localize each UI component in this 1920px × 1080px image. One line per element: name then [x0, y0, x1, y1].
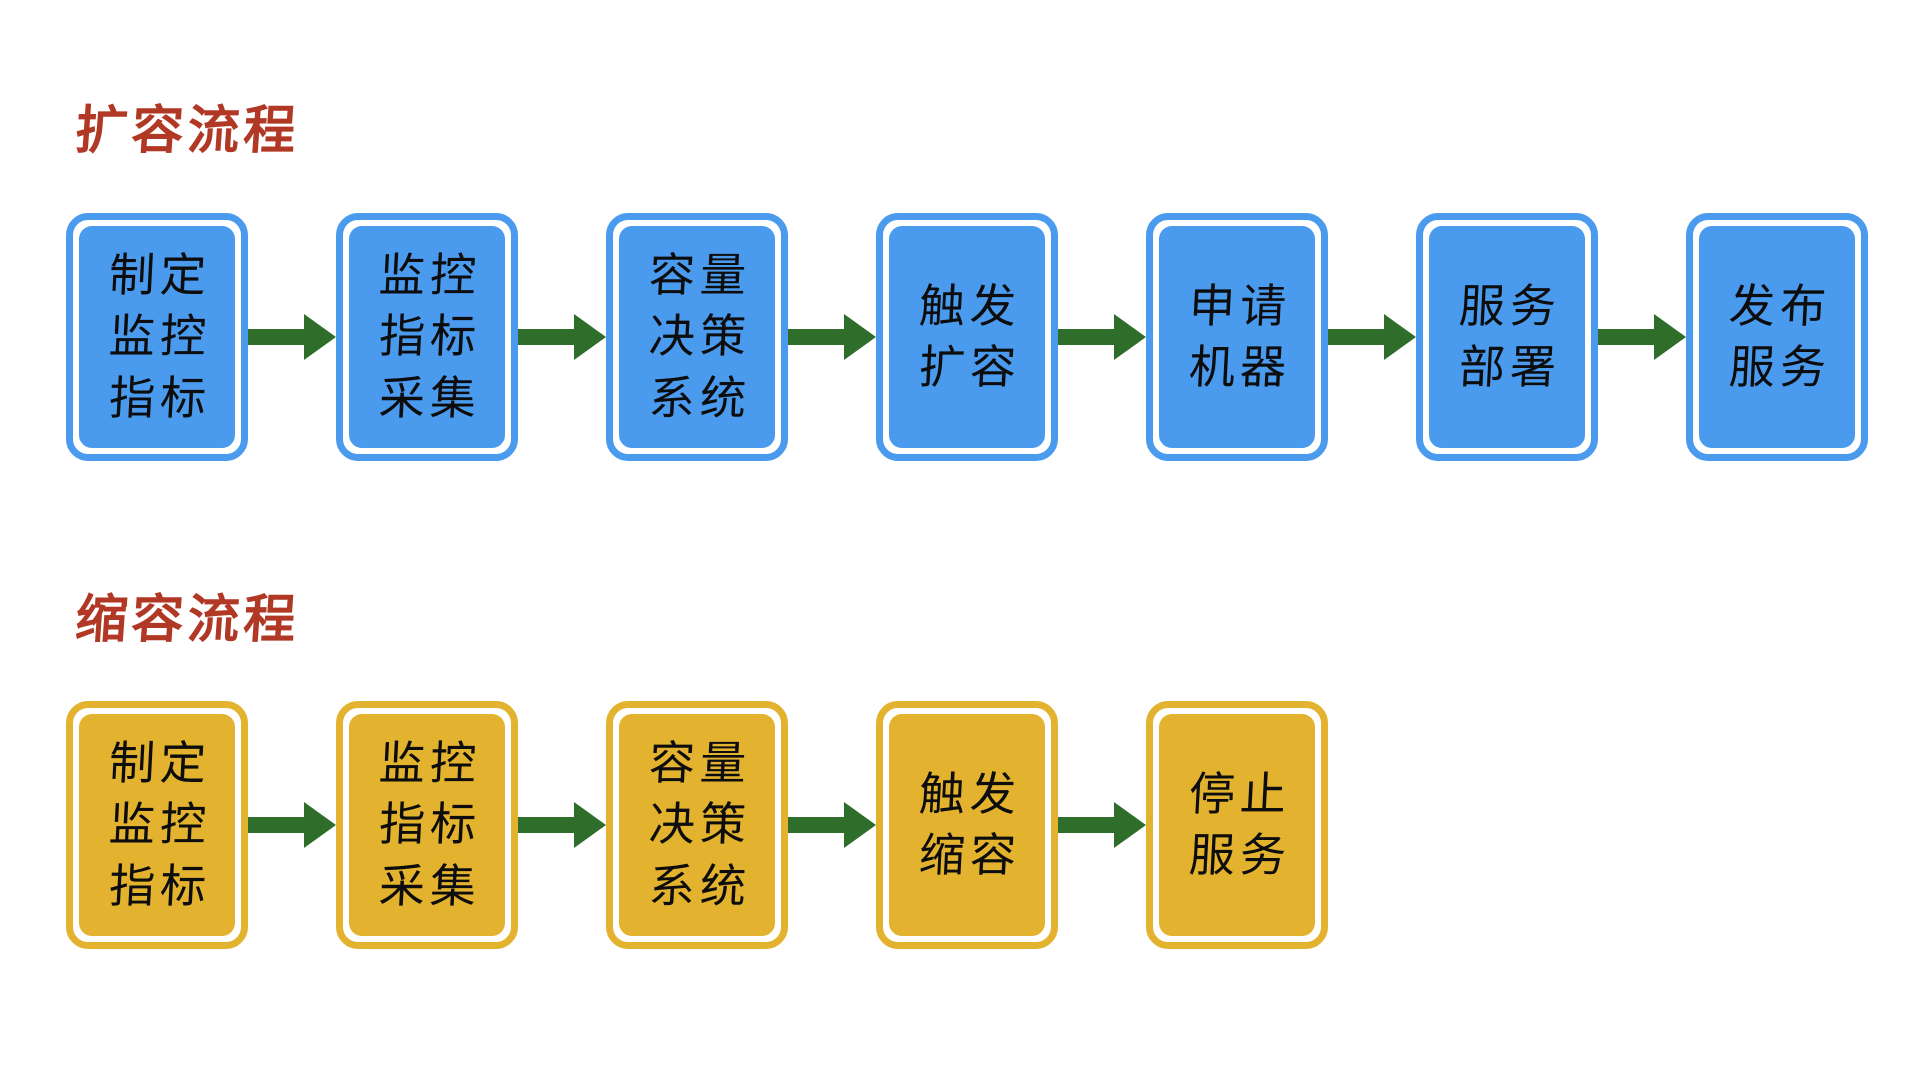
- node-label-line: 监控: [107, 797, 212, 852]
- node-expand-5[interactable]: 申请 机器: [1146, 213, 1328, 461]
- node-label-line: 服务: [1187, 828, 1292, 882]
- node-expand-3-body: 容量 决策 系统: [619, 226, 775, 448]
- node-shrink-3[interactable]: 容量 决策 系统: [606, 701, 788, 949]
- node-label-line: 发布: [1727, 278, 1832, 333]
- node-expand-5-body: 申请 机器: [1159, 226, 1315, 448]
- arrow-right-icon: [1598, 314, 1686, 360]
- node-label-line: 停止: [1187, 766, 1292, 821]
- node-label-line: 机器: [1187, 340, 1292, 394]
- arrow-right-icon: [1058, 802, 1146, 848]
- node-label-line: 采集: [377, 858, 482, 913]
- node-label-line: 服务: [1457, 278, 1562, 333]
- node-expand-3[interactable]: 容量 决策 系统: [606, 213, 788, 461]
- arrow-right-icon: [518, 314, 606, 360]
- arrow-right-icon: [248, 802, 336, 848]
- node-label-line: 指标: [377, 309, 482, 364]
- node-label-line: 制定: [107, 736, 212, 791]
- node-label-line: 采集: [377, 370, 482, 425]
- node-shrink-2-body: 监控 指标 采集: [349, 714, 505, 936]
- node-label-line: 系统: [647, 858, 752, 913]
- node-expand-7-body: 发布 服务: [1699, 226, 1855, 448]
- node-label-line: 制定: [107, 248, 212, 303]
- arrow-right-icon: [518, 802, 606, 848]
- node-expand-7[interactable]: 发布 服务: [1686, 213, 1868, 461]
- node-expand-4-body: 触发 扩容: [889, 226, 1045, 448]
- node-expand-4[interactable]: 触发 扩容: [876, 213, 1058, 461]
- node-label-line: 决策: [647, 309, 752, 364]
- node-label-line: 指标: [107, 858, 212, 913]
- node-label-line: 容量: [647, 736, 752, 791]
- node-label-line: 决策: [647, 797, 752, 852]
- arrow-right-icon: [1058, 314, 1146, 360]
- node-shrink-1-body: 制定 监控 指标: [79, 714, 235, 936]
- arrow-right-icon: [788, 802, 876, 848]
- node-label-line: 指标: [377, 797, 482, 852]
- node-shrink-3-body: 容量 决策 系统: [619, 714, 775, 936]
- node-label-line: 触发: [917, 766, 1022, 821]
- node-expand-6-body: 服务 部署: [1429, 226, 1585, 448]
- node-label-line: 申请: [1187, 278, 1292, 333]
- flow-row-expand: 制定 监控 指标 监控 指标 采集 容量 决策: [66, 212, 1868, 462]
- node-label-line: 缩容: [917, 828, 1022, 882]
- section-title-shrink: 缩容流程: [73, 590, 302, 650]
- node-label-line: 触发: [917, 278, 1022, 333]
- node-label-line: 监控: [377, 736, 482, 791]
- arrow-right-icon: [788, 314, 876, 360]
- node-label-line: 监控: [107, 309, 212, 364]
- node-shrink-5[interactable]: 停止 服务: [1146, 701, 1328, 949]
- node-label-line: 系统: [647, 370, 752, 425]
- node-shrink-4[interactable]: 触发 缩容: [876, 701, 1058, 949]
- arrow-right-icon: [1328, 314, 1416, 360]
- arrow-right-icon: [248, 314, 336, 360]
- node-shrink-4-body: 触发 缩容: [889, 714, 1045, 936]
- node-expand-2-body: 监控 指标 采集: [349, 226, 505, 448]
- flow-row-shrink: 制定 监控 指标 监控 指标 采集 容量 决策: [66, 700, 1328, 950]
- node-label-line: 部署: [1457, 340, 1562, 394]
- node-expand-1-body: 制定 监控 指标: [79, 226, 235, 448]
- node-expand-6[interactable]: 服务 部署: [1416, 213, 1598, 461]
- node-expand-1[interactable]: 制定 监控 指标: [66, 213, 248, 461]
- node-label-line: 服务: [1727, 340, 1832, 394]
- node-label-line: 监控: [377, 248, 482, 303]
- node-label-line: 容量: [647, 248, 752, 303]
- section-title-expand: 扩容流程: [73, 101, 302, 161]
- node-shrink-2[interactable]: 监控 指标 采集: [336, 701, 518, 949]
- node-label-line: 指标: [107, 370, 212, 425]
- node-label-line: 扩容: [917, 340, 1022, 394]
- node-shrink-1[interactable]: 制定 监控 指标: [66, 701, 248, 949]
- node-expand-2[interactable]: 监控 指标 采集: [336, 213, 518, 461]
- node-shrink-5-body: 停止 服务: [1159, 714, 1315, 936]
